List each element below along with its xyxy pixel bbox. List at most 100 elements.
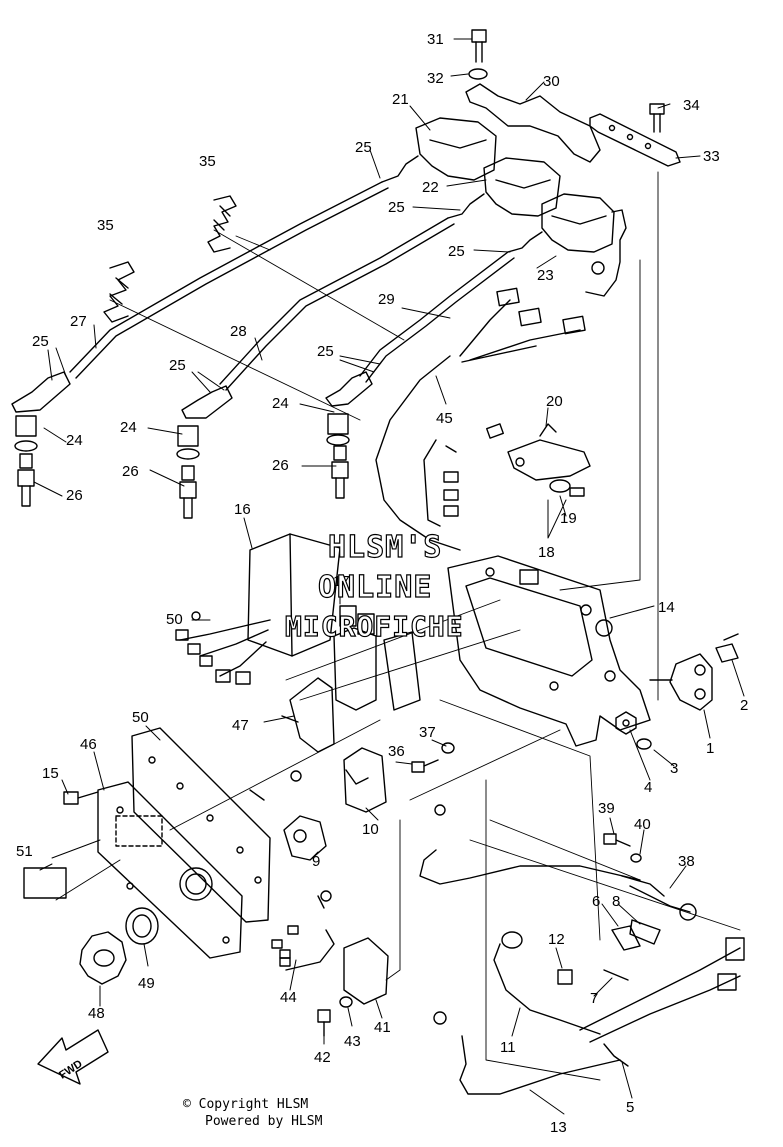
callout-30: 30 bbox=[543, 73, 560, 90]
clip-35-lower bbox=[103, 261, 135, 323]
callout-38: 38 bbox=[678, 853, 695, 870]
callout-37: 37 bbox=[419, 724, 436, 741]
callout-44: 44 bbox=[280, 989, 297, 1006]
callout-25-b: 25 bbox=[388, 199, 405, 216]
callout-19: 19 bbox=[560, 510, 577, 527]
callout-45: 45 bbox=[436, 410, 453, 427]
screw-15 bbox=[63, 791, 99, 805]
rectifier-10 bbox=[343, 747, 387, 813]
copyright-text: © Copyright HLSM bbox=[183, 1097, 309, 1112]
callout-31: 31 bbox=[427, 31, 444, 48]
fwd-label: FWD bbox=[57, 1058, 85, 1082]
callout-18: 18 bbox=[538, 544, 555, 561]
plate-51 bbox=[23, 867, 67, 899]
ignition-coil-21 bbox=[381, 117, 497, 183]
callout-49: 49 bbox=[138, 975, 155, 992]
callout-8: 8 bbox=[612, 893, 620, 910]
callout-39: 39 bbox=[598, 800, 615, 817]
watermark-line-3: MICROFICHE bbox=[284, 609, 464, 643]
callout-21: 21 bbox=[392, 91, 409, 108]
battery-cable-38 bbox=[419, 804, 697, 921]
callout-36: 36 bbox=[388, 743, 405, 760]
callout-22: 22 bbox=[422, 179, 439, 196]
cdi-unit-16 bbox=[175, 533, 341, 685]
bracket-17 bbox=[333, 605, 421, 711]
bracket-30 bbox=[465, 83, 601, 163]
spark-plug-26-middle bbox=[179, 465, 197, 519]
washer-37 bbox=[441, 742, 455, 754]
callout-13: 13 bbox=[550, 1119, 567, 1136]
spark-plug-26-right bbox=[331, 445, 349, 499]
callout-47: 47 bbox=[232, 717, 249, 734]
callout-6: 6 bbox=[592, 893, 600, 910]
ht-cord-29 bbox=[359, 251, 515, 383]
ignition-coil-22 bbox=[447, 157, 561, 219]
callout-42: 42 bbox=[314, 1049, 331, 1066]
callout-2: 2 bbox=[740, 697, 748, 714]
callout-26-a: 26 bbox=[122, 463, 139, 480]
washer-43 bbox=[339, 996, 353, 1008]
spark-plug-26-left bbox=[17, 453, 35, 507]
bolt-2 bbox=[715, 633, 739, 663]
screw-36 bbox=[411, 759, 439, 773]
electric-bracket-14 bbox=[447, 555, 651, 747]
washer-32 bbox=[468, 68, 488, 80]
callout-17: 17 bbox=[333, 573, 350, 590]
ht-cord-27 bbox=[69, 181, 389, 379]
washer-40 bbox=[630, 853, 642, 863]
callout-41: 41 bbox=[374, 1019, 391, 1036]
callout-4: 4 bbox=[644, 779, 652, 796]
ignition-coil-23 bbox=[507, 193, 627, 297]
plug-cap-24-right bbox=[325, 371, 373, 446]
callout-35-b: 35 bbox=[97, 217, 114, 234]
callout-5: 5 bbox=[626, 1099, 634, 1116]
callout-20: 20 bbox=[546, 393, 563, 410]
powered-by-text: Powered by HLSM bbox=[205, 1114, 323, 1129]
nut-4 bbox=[615, 711, 637, 735]
callout-24-c: 24 bbox=[66, 432, 83, 449]
callout-50-b: 50 bbox=[132, 709, 149, 726]
holder-47 bbox=[281, 677, 335, 753]
clamp-6 bbox=[611, 925, 641, 951]
terminals-44 bbox=[271, 925, 299, 967]
callout-15: 15 bbox=[42, 765, 59, 782]
callout-29: 29 bbox=[378, 291, 395, 308]
callout-7: 7 bbox=[590, 990, 598, 1007]
callout-3: 3 bbox=[670, 760, 678, 777]
screw-34 bbox=[649, 103, 665, 133]
grommet-49 bbox=[125, 907, 159, 945]
callout-50-a: 50 bbox=[166, 611, 183, 628]
callout-34: 34 bbox=[683, 97, 700, 114]
callout-11: 11 bbox=[500, 1039, 516, 1056]
callout-25-f: 25 bbox=[317, 343, 334, 360]
callout-12: 12 bbox=[548, 931, 565, 948]
clamp-8 bbox=[629, 919, 661, 945]
fwd-arrow bbox=[37, 1029, 109, 1085]
battery-cable-11 bbox=[493, 931, 601, 1035]
callout-35-a: 35 bbox=[199, 153, 216, 170]
callout-28: 28 bbox=[230, 323, 247, 340]
callout-48: 48 bbox=[88, 1005, 105, 1022]
lighting-coil-41 bbox=[285, 890, 389, 1005]
callout-43: 43 bbox=[344, 1033, 361, 1050]
callout-25-d: 25 bbox=[32, 333, 49, 350]
callout-26-b: 26 bbox=[272, 457, 289, 474]
callout-9: 9 bbox=[312, 853, 320, 870]
plate-33 bbox=[589, 113, 681, 167]
plug-cap-24-middle bbox=[176, 385, 233, 460]
callout-1: 1 bbox=[706, 740, 714, 757]
ht-cord-28 bbox=[219, 217, 455, 391]
watermark-line-1: HLSM'S bbox=[327, 529, 443, 565]
callout-32: 32 bbox=[427, 70, 444, 87]
callout-23: 23 bbox=[537, 267, 554, 284]
wire-harness-45 bbox=[375, 299, 581, 551]
stop-switch-9 bbox=[249, 770, 327, 861]
callout-25-e: 25 bbox=[169, 357, 186, 374]
connector-12 bbox=[557, 969, 573, 985]
callout-25-a: 25 bbox=[355, 139, 372, 156]
callout-51: 51 bbox=[16, 843, 33, 860]
callout-40: 40 bbox=[634, 816, 651, 833]
reference-lines bbox=[55, 171, 741, 1081]
